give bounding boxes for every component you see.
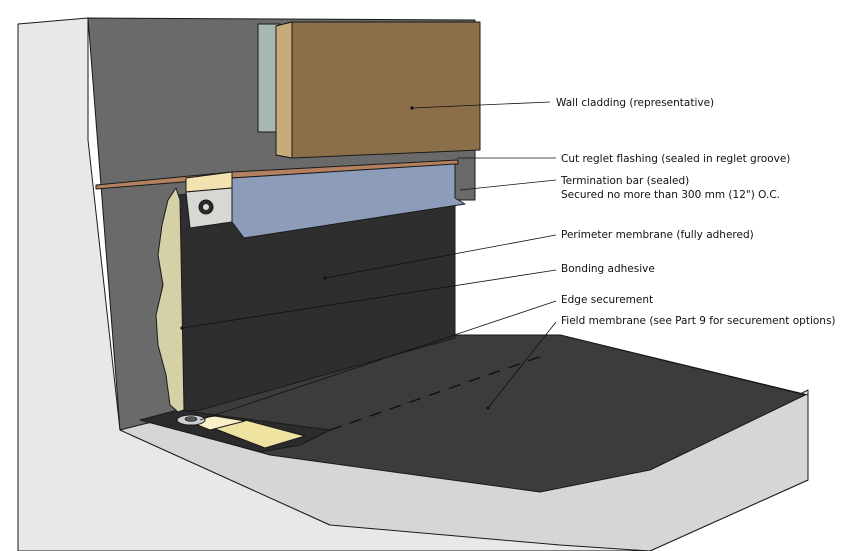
leader-dot-perimeter-membrane — [323, 276, 327, 280]
field-membrane — [144, 334, 806, 493]
label-wall-cladding: Wall cladding (representative) — [556, 97, 714, 109]
leader-dot-bonding-adhesive — [180, 326, 184, 330]
leader-bonding-adhesive — [181, 269, 557, 329]
leader-wall-cladding — [411, 101, 551, 109]
edge-fastener-head — [184, 416, 198, 422]
label-perimeter-membrane: Perimeter membrane (fully adhered) — [561, 229, 754, 241]
bonding-adhesive — [155, 187, 185, 413]
leader-field-membrane — [487, 321, 557, 409]
label-termination-bar-spacing: Secured no more than 300 mm (12") O.C. — [561, 189, 780, 201]
label-edge-securement: Edge securement — [561, 294, 653, 306]
leader-perimeter-membrane — [324, 234, 557, 279]
label-cut-reglet-flashing: Cut reglet flashing (sealed in reglet gr… — [561, 153, 790, 165]
leader-lines — [181, 101, 557, 421]
wall-cladding-edge — [275, 21, 293, 159]
wall-cladding-top — [275, 21, 481, 159]
label-field-membrane: Field membrane (see Part 9 for securemen… — [561, 315, 836, 327]
leader-edge-securement — [199, 300, 557, 421]
label-termination-bar: Termination bar (sealed) — [560, 175, 689, 187]
leader-termination-bar — [459, 179, 557, 191]
label-bonding-adhesive: Bonding adhesive — [561, 263, 655, 275]
termination-bar-fastener-center — [203, 204, 209, 210]
leader-dot-wall-cladding — [410, 106, 414, 110]
leader-dot-field-membrane — [486, 406, 490, 410]
field-membrane-lap-line — [329, 354, 546, 431]
